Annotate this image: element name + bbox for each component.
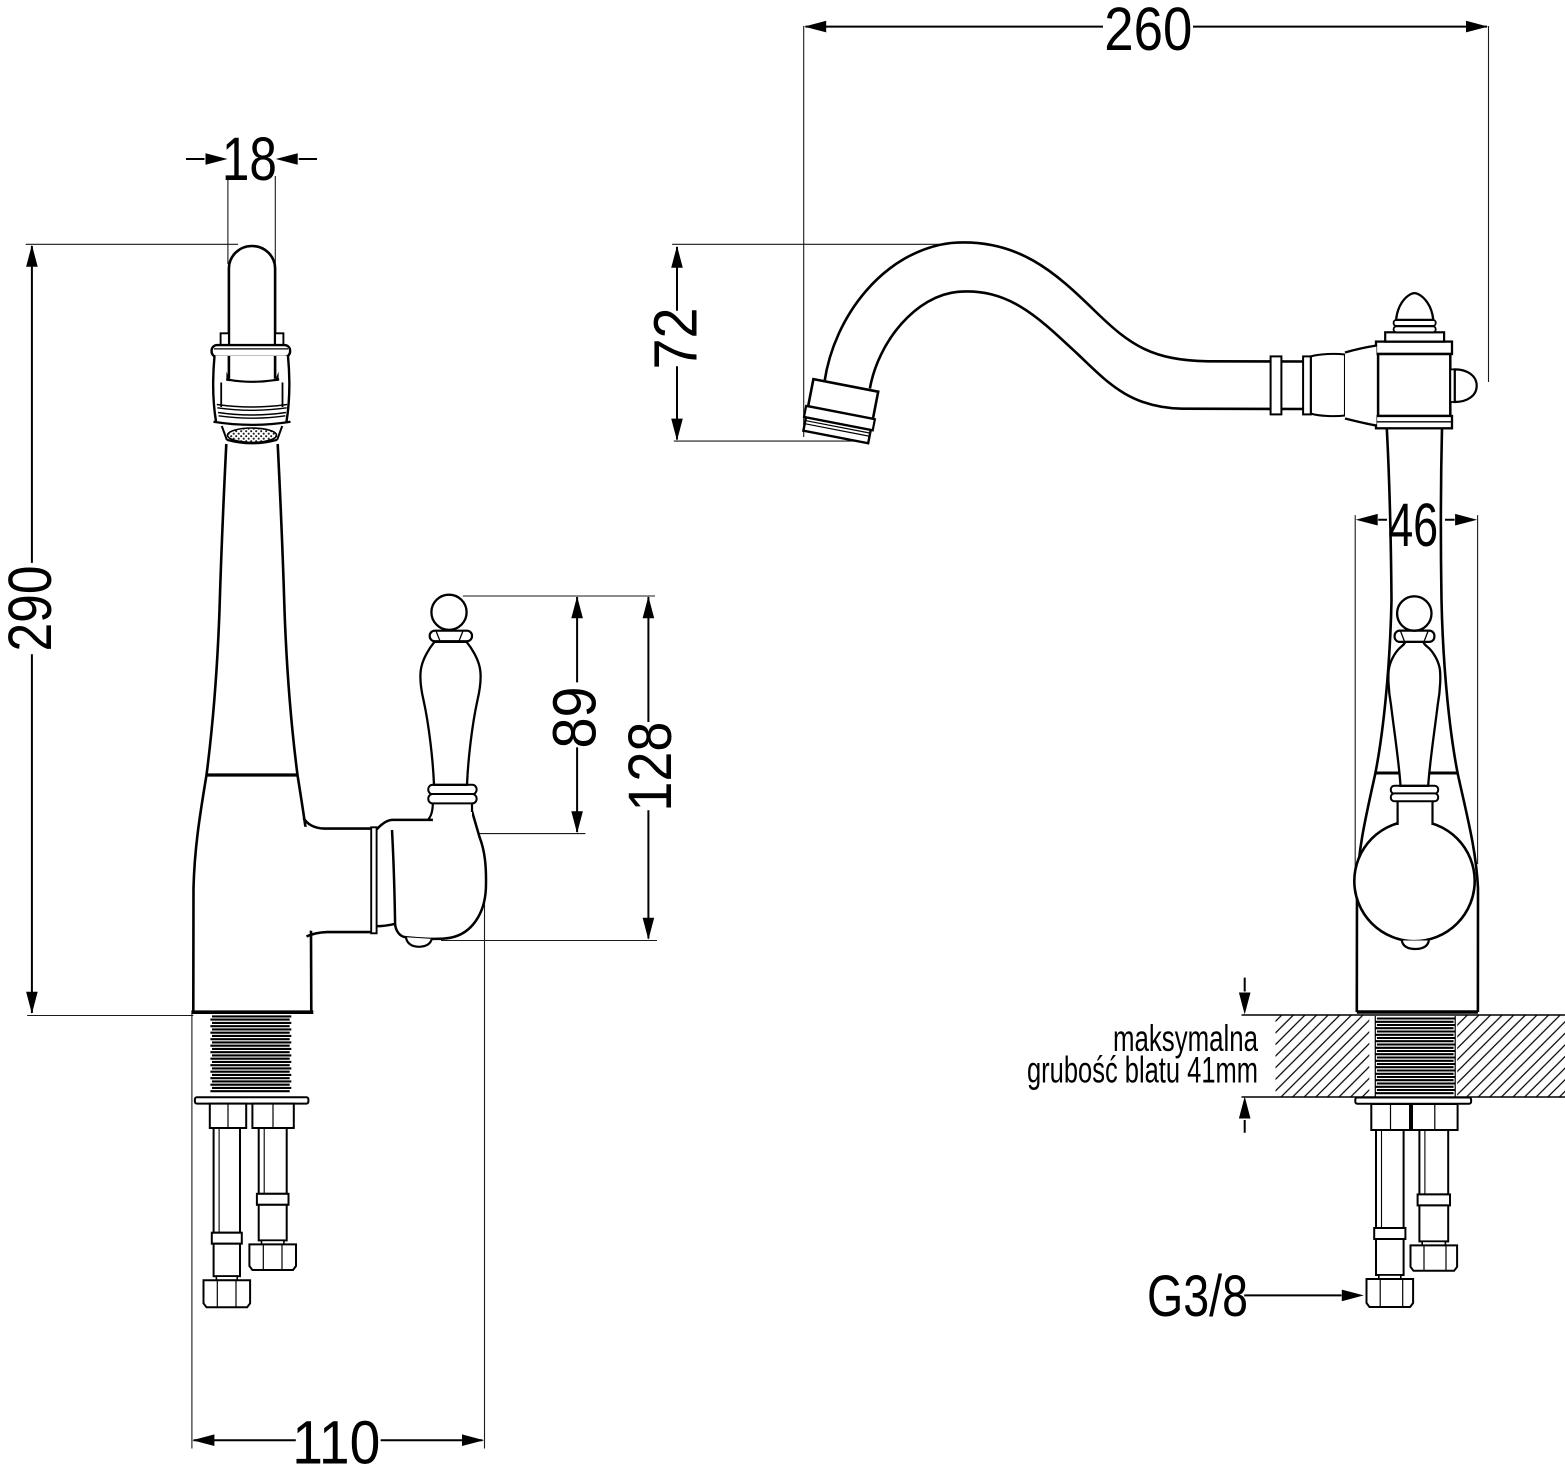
svg-text:maksymalna: maksymalna (1113, 1017, 1258, 1059)
svg-text:18: 18 (222, 125, 277, 193)
svg-text:grubość blatu 41mm: grubość blatu 41mm (1027, 1048, 1258, 1090)
svg-text:260: 260 (1104, 0, 1192, 63)
svg-text:290: 290 (0, 566, 64, 652)
svg-text:46: 46 (1388, 491, 1438, 559)
svg-text:128: 128 (616, 722, 684, 812)
svg-text:72: 72 (642, 308, 710, 370)
svg-text:89: 89 (541, 687, 609, 749)
svg-text:110: 110 (292, 1408, 380, 1476)
svg-text:G3/8: G3/8 (1147, 1264, 1248, 1329)
